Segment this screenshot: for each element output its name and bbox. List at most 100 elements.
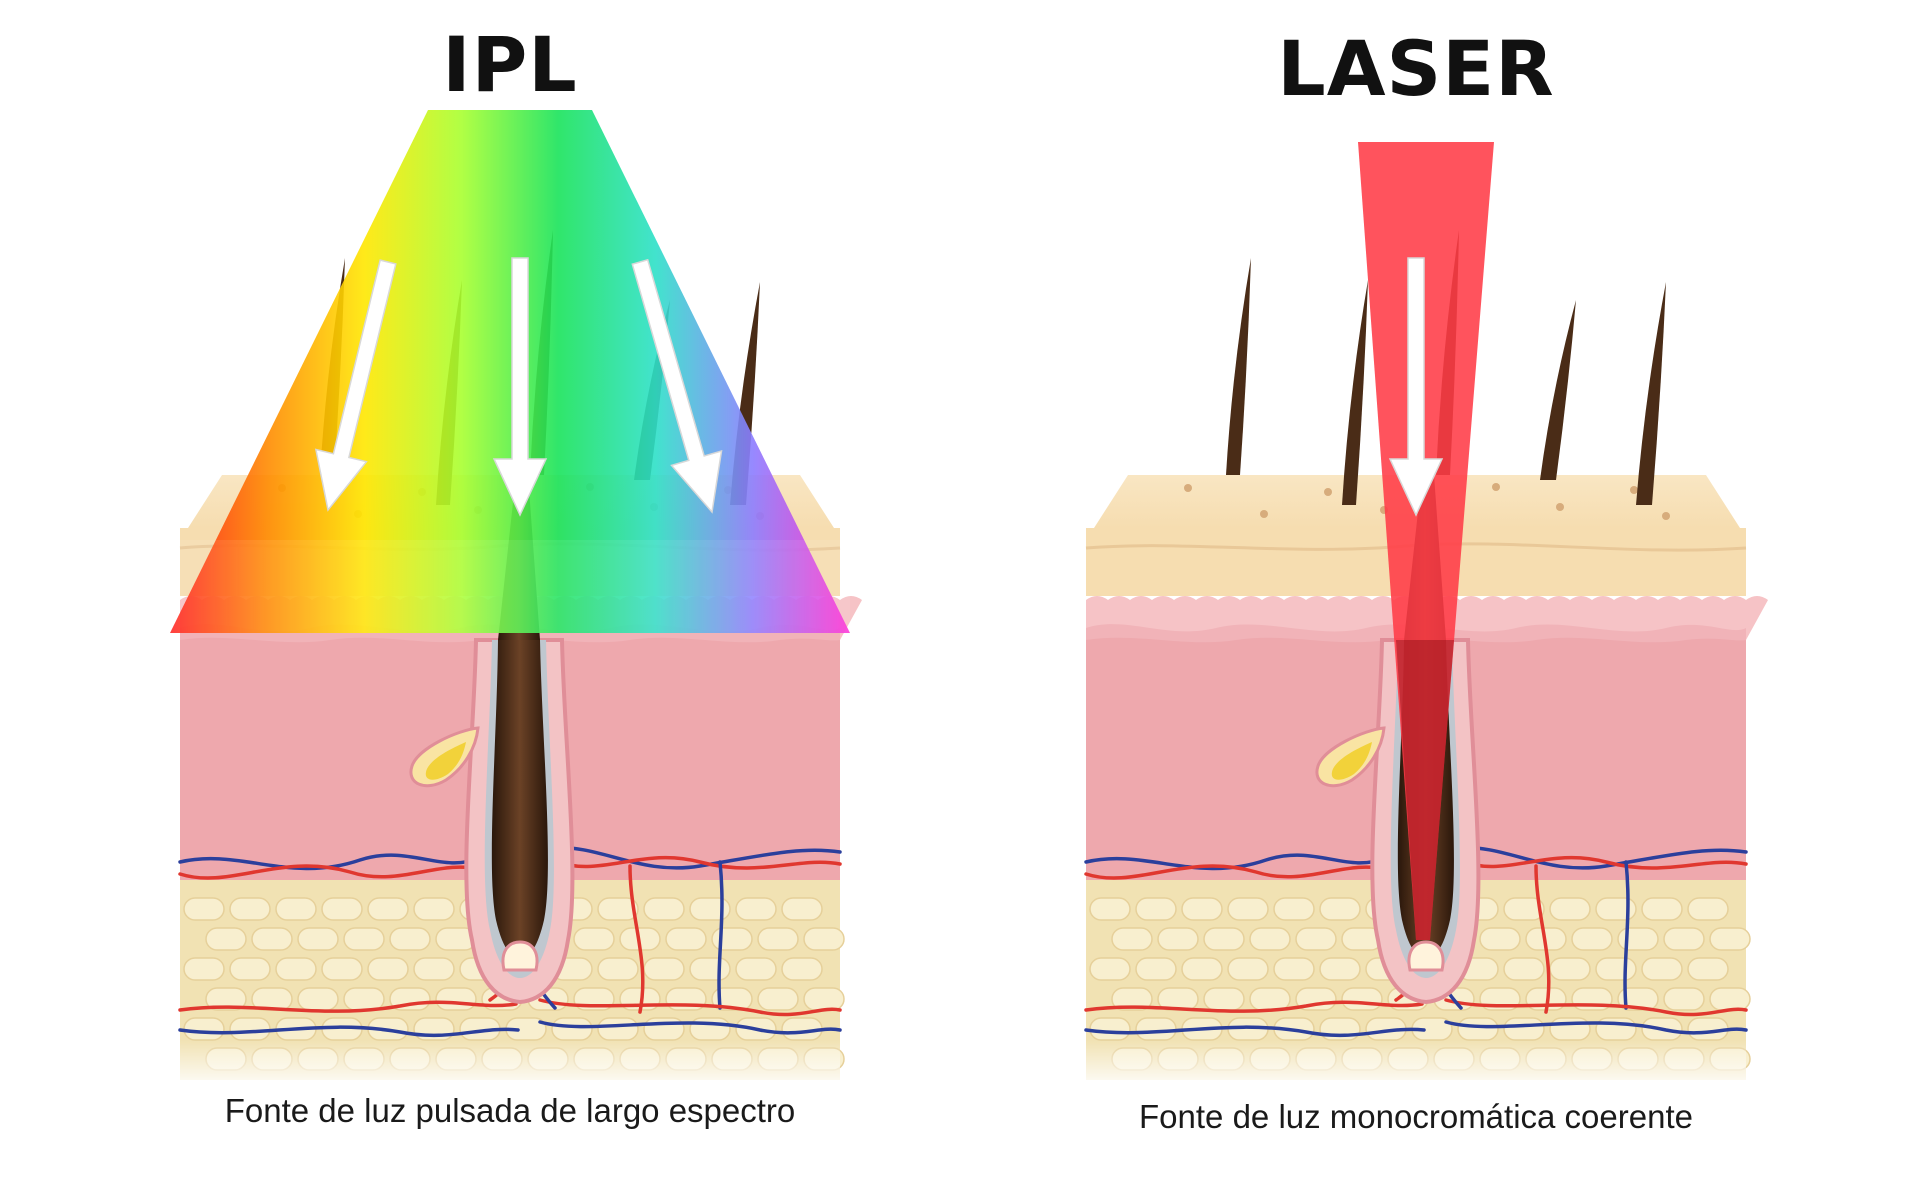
fat-cell	[1319, 957, 1361, 981]
blood-vessels	[1084, 845, 1748, 1038]
blood-vessels	[178, 845, 842, 1038]
fade-overlay	[1086, 1040, 1746, 1090]
fat-cell	[1181, 957, 1223, 981]
fat-cell	[1617, 927, 1659, 951]
monochromatic-beam	[1358, 142, 1494, 940]
arrow-down-icon	[631, 258, 723, 514]
fat-cell	[1249, 987, 1291, 1011]
fat-cell	[757, 927, 799, 951]
fat-cell	[1089, 957, 1131, 981]
fat-cell	[1709, 927, 1751, 951]
pore	[1492, 483, 1500, 491]
fat-cell	[1111, 987, 1153, 1011]
vein	[1084, 853, 1388, 871]
ipl-skin-diagram	[170, 110, 862, 1090]
fat-cell	[689, 1017, 731, 1041]
fat-cell	[1135, 1017, 1177, 1041]
fat-cell	[1549, 957, 1591, 981]
sebaceous-gland-icon	[1315, 726, 1386, 788]
artery	[1084, 1000, 1424, 1013]
fat-cell	[1249, 927, 1291, 951]
fat-cell	[573, 927, 615, 951]
fat-cell	[597, 897, 639, 921]
fat-cell	[251, 927, 293, 951]
beam-skin-blend	[170, 540, 850, 633]
fat-cell	[1617, 987, 1659, 1011]
fat-cell	[229, 1017, 271, 1041]
artery	[1456, 855, 1748, 870]
fat-cell	[367, 957, 409, 981]
fat-cell	[275, 897, 317, 921]
dermal-papilla	[1407, 940, 1445, 972]
artery	[550, 855, 842, 870]
fat-cell	[1595, 957, 1637, 981]
fat-cell	[1663, 927, 1705, 951]
fat-cell	[665, 927, 707, 951]
fat-cell	[1089, 897, 1131, 921]
fat-cell	[1663, 987, 1705, 1011]
fat-cell	[757, 987, 799, 1011]
fat-cell	[1319, 897, 1361, 921]
artery	[1084, 864, 1390, 880]
fat-cell	[1641, 897, 1683, 921]
fat-cell	[1135, 897, 1177, 921]
light-arrows	[314, 257, 723, 517]
fat-cell	[297, 927, 339, 951]
artery	[178, 864, 484, 880]
fat-cell	[689, 957, 731, 981]
fat-cell	[1479, 927, 1521, 951]
fat-cell	[1549, 897, 1591, 921]
fat-cell	[183, 1017, 225, 1041]
fat-cell	[711, 927, 753, 951]
fat-cell	[1203, 927, 1245, 951]
fat-cell	[735, 957, 777, 981]
pore	[1184, 484, 1192, 492]
fat-cell	[597, 957, 639, 981]
fat-cell	[413, 897, 455, 921]
fat-cell	[643, 957, 685, 981]
fat-cell	[205, 927, 247, 951]
fat-cell	[1503, 897, 1545, 921]
artery	[628, 864, 645, 1014]
vein	[1623, 860, 1630, 1010]
fat-cell	[413, 957, 455, 981]
fat-cell	[689, 897, 731, 921]
fat-cell	[1457, 1017, 1499, 1041]
fat-cell	[597, 1017, 639, 1041]
fat-cell	[183, 957, 225, 981]
fat-cell	[435, 987, 477, 1011]
fat-cell	[711, 987, 753, 1011]
fat-cell	[1227, 957, 1269, 981]
hair-strand-icon	[1636, 282, 1666, 505]
fat-cell	[1089, 1017, 1131, 1041]
broad-spectrum-beam	[170, 110, 850, 633]
fat-cell	[229, 897, 271, 921]
fat-cell	[803, 927, 845, 951]
vein	[717, 860, 724, 1010]
fat-cell	[183, 897, 225, 921]
fat-cell	[1709, 987, 1751, 1011]
hair-strand-icon	[1342, 280, 1368, 505]
fat-cell	[1595, 1017, 1637, 1041]
fat-cell	[1111, 927, 1153, 951]
ipl-caption: Fonte de luz pulsada de largo espectro	[224, 1092, 796, 1129]
ipl-panel: IPL Fonte de luz pulsada de largo espect…	[160, 0, 862, 1195]
fat-cell	[1273, 897, 1315, 921]
arrow-down-icon	[492, 257, 548, 517]
laser-title: LASER	[1277, 24, 1555, 113]
pore	[1260, 510, 1268, 518]
fat-cell	[389, 927, 431, 951]
fade-overlay	[180, 1040, 840, 1090]
hair-strand-icon	[1540, 300, 1576, 480]
vein	[550, 845, 842, 870]
fat-cell	[1181, 897, 1223, 921]
fat-cell	[1549, 1017, 1591, 1041]
fat-cell	[1273, 957, 1315, 981]
pore	[1324, 488, 1332, 496]
fat-cell	[1203, 987, 1245, 1011]
fat-cell	[1595, 897, 1637, 921]
vein	[178, 1025, 520, 1038]
fat-cell	[781, 957, 823, 981]
fat-cell	[205, 987, 247, 1011]
fat-cell	[781, 897, 823, 921]
